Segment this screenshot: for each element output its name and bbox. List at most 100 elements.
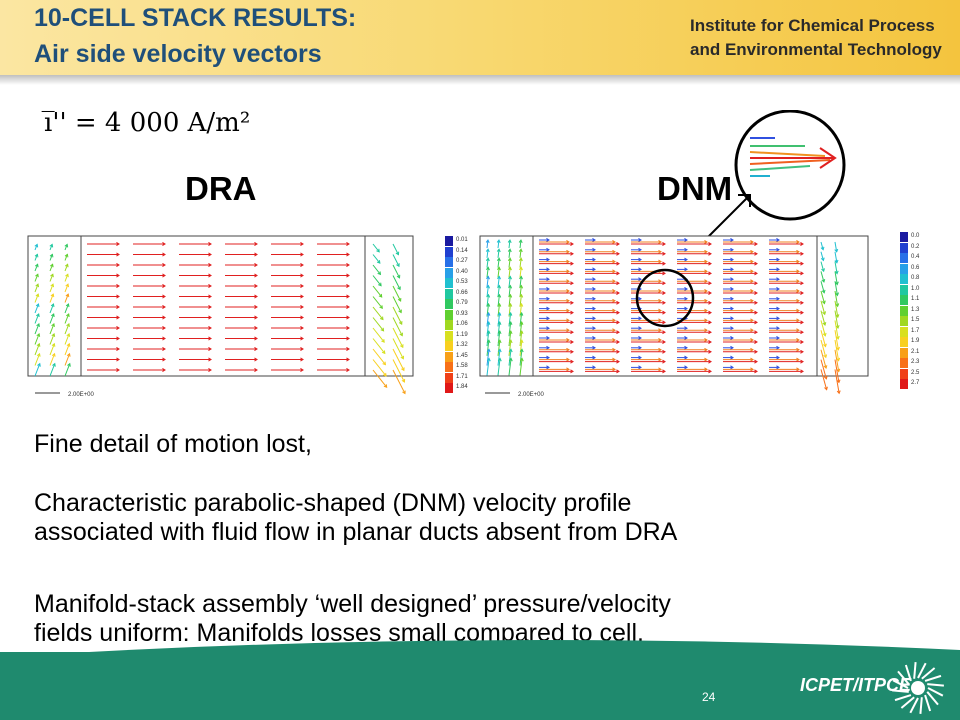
legend-swatch <box>900 358 908 368</box>
dnm-outlet-vector-head <box>821 278 826 283</box>
sunburst-ray <box>909 697 919 714</box>
dnm-vector-head <box>776 267 780 272</box>
dnm-inlet-vector-head <box>497 339 502 344</box>
dnm-vector-head <box>750 347 754 352</box>
dnm-outlet-vector-head <box>823 375 828 380</box>
dra-outlet-vector-head <box>401 367 405 372</box>
dnm-vector-head <box>612 328 616 333</box>
legend-swatch <box>445 330 453 341</box>
dra-inlet-vector <box>49 333 55 345</box>
body-line-2: Characteristic parabolic-shaped (DNM) ve… <box>34 489 632 517</box>
dnm-outlet-vector-head <box>835 292 840 297</box>
dnm-vector-head <box>546 277 550 282</box>
dnm-vector-head <box>612 367 616 372</box>
legend-value: 1.19 <box>456 331 468 338</box>
dnm-vector-head <box>658 357 662 362</box>
dra-outlet-vector <box>372 359 387 377</box>
dnm-vector-head <box>592 345 596 350</box>
dra-vector-head <box>254 368 258 372</box>
dra-outlet-vector-head <box>398 321 403 325</box>
dnm-vector-head <box>708 300 712 305</box>
legend-entry: 1.3 <box>900 305 940 316</box>
dnm-vector-head <box>708 310 712 315</box>
dnm-vector-head <box>684 257 688 262</box>
dnm-vector-head <box>612 338 616 342</box>
dra-vector-head <box>300 263 304 267</box>
dnm-inlet-vector <box>508 340 512 356</box>
legend-swatch <box>445 267 453 278</box>
dnm-inlet-vector-head <box>486 330 491 335</box>
dnm-inlet-vector-head <box>519 284 524 289</box>
dnm-vector-head <box>796 240 800 244</box>
dnm-vector-head <box>658 347 662 352</box>
dnm-vector-head <box>776 336 780 340</box>
legend-swatch <box>445 288 453 299</box>
legend-entry: 0.66 <box>445 288 485 299</box>
dnm-vector-head <box>704 347 708 352</box>
dra-vector-head <box>208 263 212 267</box>
dra-vector-head <box>116 368 120 372</box>
dnm-vector-head <box>750 269 754 274</box>
dnm-inlet-vector <box>519 331 523 347</box>
dnm-vector-head <box>612 357 616 362</box>
dra-inlet-vector <box>49 343 55 356</box>
dnm-vector-head <box>662 330 666 335</box>
dnm-inlet-vector <box>519 321 523 337</box>
dnm-outlet-vector <box>834 330 839 350</box>
dnm-vector-head <box>730 345 734 350</box>
dra-inlet-vector <box>49 313 55 324</box>
dnm-vector-head <box>704 240 708 244</box>
dra-outlet-vector-head <box>395 251 400 256</box>
dnm-inlet-vector-head <box>486 339 491 344</box>
dnm-vector-head <box>776 316 780 321</box>
dnm-vector-head <box>612 308 616 313</box>
dnm-vector-head <box>730 287 734 291</box>
dnm-outlet-vector <box>834 251 838 263</box>
dnm-vector-head <box>776 247 780 252</box>
dra-inlet-vector-head <box>36 332 41 337</box>
dnm-outlet-vector-head <box>835 303 840 308</box>
dra-inlet-vector-head <box>66 323 70 327</box>
dnm-inlet-vector <box>519 349 523 366</box>
dnm-outlet-vector-head <box>820 257 825 262</box>
dnm-outlet-vector-head <box>834 281 839 286</box>
dnm-vector-head <box>796 279 800 284</box>
dra-outlet-vector-head <box>401 378 406 383</box>
dnm-vector-head <box>616 251 620 256</box>
dnm-inlet-vector <box>519 267 522 278</box>
dnm-vector-head <box>612 298 616 303</box>
dra-inlet-vector-head <box>49 253 54 258</box>
dra-outlet-vector <box>372 348 386 365</box>
sunburst-ray <box>927 687 944 697</box>
dnm-vector-head <box>566 367 570 372</box>
dnm-vector-head <box>566 318 570 323</box>
dnm-vector-head <box>546 247 550 252</box>
dnm-outlet-vector-head <box>836 357 841 362</box>
dra-outlet-vector <box>392 317 403 336</box>
dnm-outlet-vector-head <box>820 246 825 251</box>
dnm-vector-head <box>684 336 688 340</box>
legend-swatch <box>900 253 908 263</box>
dra-outlet-vector-head <box>398 309 402 314</box>
dra-vector-head <box>208 273 212 278</box>
dra-vector-head <box>116 326 120 330</box>
dnm-vector-head <box>638 316 642 321</box>
dnm-vector-head <box>570 281 574 286</box>
legend-swatch <box>900 326 908 337</box>
dra-vector-head <box>116 305 120 309</box>
dnm-vector-head <box>730 365 734 370</box>
dra-inlet-vector <box>34 363 41 377</box>
dra-outlet-vector <box>392 243 399 255</box>
dnm-vector-head <box>546 267 550 272</box>
legend-value: 1.32 <box>456 342 468 348</box>
dnm-vector-head <box>592 306 596 311</box>
dnm-vector-head <box>566 357 570 362</box>
dnm-inlet-vector <box>508 239 511 249</box>
dnm-outlet-vector <box>834 290 839 307</box>
dra-vector-head <box>254 284 258 288</box>
dnm-vector-head <box>662 251 666 256</box>
dnm-outlet-vector <box>834 261 838 274</box>
dnm-vector-head <box>708 330 712 335</box>
dnm-outlet-vector-head <box>834 270 839 275</box>
dnm-inlet-vector <box>508 349 512 366</box>
